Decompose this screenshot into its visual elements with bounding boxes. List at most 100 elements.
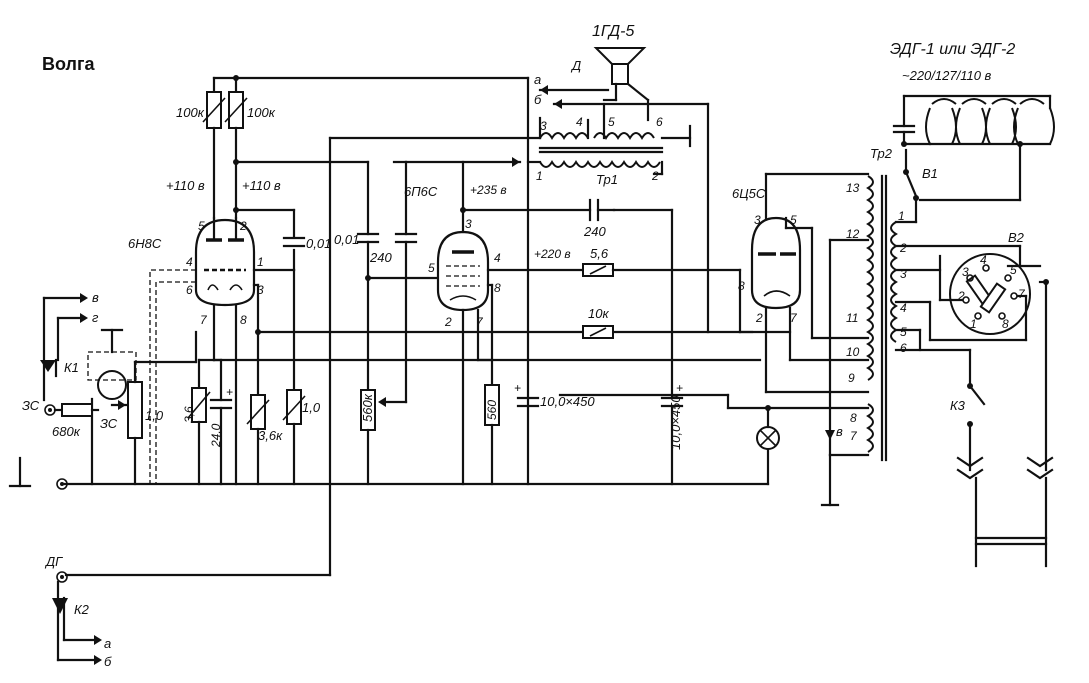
capacitor-10-a: + 10,0×450: [514, 381, 595, 409]
svg-text:5: 5: [608, 115, 615, 129]
svg-text:9: 9: [848, 371, 855, 385]
pot-560k-label: 560к: [360, 393, 375, 422]
svg-text:б: б: [104, 654, 112, 669]
svg-text:2: 2: [957, 289, 965, 303]
voltage-110-b: +110 в: [242, 178, 281, 193]
svg-text:3: 3: [754, 213, 761, 227]
voltage-110-a: +110 в: [166, 178, 205, 193]
svg-text:4: 4: [980, 253, 987, 267]
capacitor-0-01-a: 0,01: [282, 236, 331, 251]
svg-text:3: 3: [962, 265, 969, 279]
svg-text:7: 7: [850, 429, 858, 443]
resistor-560-label: 560: [485, 400, 499, 420]
svg-text:10: 10: [846, 345, 860, 359]
capacitor-10-b-label: 10,0×450: [668, 395, 683, 450]
switch-k3: К3: [950, 383, 986, 472]
svg-text:7: 7: [200, 313, 208, 327]
svg-text:в: в: [92, 290, 99, 305]
tube-6n8s: 5 2 4 6 1 3 7 8 6Н8С: [128, 216, 264, 327]
tube-6c5s: 3 5 8 2 7 6Ц5С: [732, 172, 802, 325]
motor-model-label: ЭДГ-1 или ЭДГ-2: [890, 41, 1015, 58]
svg-text:а: а: [534, 72, 541, 87]
tube-6c5s-label: 6Ц5С: [732, 186, 766, 201]
resistor-680k: 680к ЗС: [22, 398, 100, 439]
svg-text:8: 8: [738, 279, 745, 293]
svg-text:6: 6: [186, 283, 193, 297]
resistor-560: 560: [484, 384, 500, 486]
speaker-symbol-label: Д: [570, 58, 581, 73]
svg-text:в: в: [836, 424, 843, 439]
switch-b1-label: В1: [922, 166, 938, 181]
power-transformer: 13 12 11 10 9 8 7 1 2 3 4 5 6 Тр2: [846, 146, 907, 462]
svg-text:+: +: [514, 381, 521, 395]
svg-text:4: 4: [576, 115, 583, 129]
svg-text:1: 1: [536, 169, 543, 183]
svg-text:6: 6: [900, 341, 907, 355]
switch-b1: В1: [903, 148, 938, 224]
resistor-5-6: 5,6: [582, 246, 742, 277]
svg-text:2: 2: [444, 315, 452, 329]
svg-text:3: 3: [900, 267, 907, 281]
speaker-model-label: 1ГД-5: [592, 23, 634, 40]
pilot-lamp: [558, 393, 870, 450]
svg-text:5: 5: [428, 261, 435, 275]
resistor-3-6k-label: 3,6к: [258, 428, 283, 443]
pot-560k: 560к: [360, 389, 408, 486]
capacitor-0-01-b: 0,01: [334, 160, 380, 392]
svg-text:2: 2: [651, 169, 659, 183]
pickup-zs-label: ЗС: [100, 416, 118, 431]
capacitor-10-b: + 10,0×450: [660, 208, 684, 486]
svg-text:5: 5: [1010, 263, 1017, 277]
output-transformer: 3 4 5 6 1 2 Тр1: [536, 115, 664, 187]
svg-text:г: г: [92, 310, 99, 325]
switch-k1-label: К1: [64, 360, 79, 375]
svg-text:1: 1: [257, 255, 264, 269]
switch-k2-label: К2: [74, 602, 90, 617]
svg-text:7: 7: [1018, 287, 1026, 301]
svg-text:8: 8: [494, 281, 501, 295]
capacitor-240-b-label: 240: [583, 224, 606, 239]
resistor-10k-label: 10к: [588, 306, 609, 321]
resistor-680k-label: 680к: [52, 424, 81, 439]
svg-text:2: 2: [239, 219, 247, 233]
svg-text:3: 3: [465, 217, 472, 231]
svg-text:4: 4: [900, 301, 907, 315]
motor-edg: ЭДГ-1 или ЭДГ-2 ~220/127/110 в: [890, 41, 1055, 147]
mains-plug: [956, 456, 1054, 568]
resistor-100k-b-label: 100к: [247, 105, 276, 120]
svg-text:4: 4: [494, 251, 501, 265]
b-plus-bus: [212, 75, 530, 486]
resistor-3-6-label: 3,6: [182, 406, 196, 423]
svg-text:8: 8: [240, 313, 247, 327]
capacitor-0-01-a-label: 0,01: [306, 236, 331, 251]
svg-text:8: 8: [850, 411, 857, 425]
dg-label: ДГ: [44, 554, 63, 569]
resistor-3-6k: 3,6к: [246, 394, 283, 486]
svg-text:1: 1: [898, 209, 905, 223]
svg-text:3: 3: [540, 119, 547, 133]
schematic-title: Волга: [42, 54, 95, 74]
resistor-5-6-label: 5,6: [590, 246, 609, 261]
output-transformer-label: Тр1: [596, 172, 618, 187]
capacitor-240-a: 240: [369, 160, 418, 404]
svg-text:7: 7: [476, 315, 484, 329]
motor-voltage-label: ~220/127/110 в: [902, 68, 992, 83]
power-transformer-label: Тр2: [870, 146, 893, 161]
svg-text:5: 5: [198, 219, 205, 233]
voltage-220: +220 в: [534, 247, 571, 261]
voltage-235: +235 в: [470, 183, 507, 197]
capacitor-240-a-label: 240: [369, 250, 392, 265]
ext-speaker-outputs: а б: [534, 72, 710, 334]
svg-text:5: 5: [790, 213, 797, 227]
capacitor-240-b: 240: [583, 198, 616, 239]
svg-text:12: 12: [846, 227, 860, 241]
ground-bus: [8, 448, 770, 490]
switch-b2-label: В2: [1008, 230, 1025, 245]
resistor-100k-a-label: 100к: [176, 105, 205, 120]
capacitor-0-01-b-label: 0,01: [334, 232, 359, 247]
svg-text:б: б: [534, 92, 542, 107]
svg-text:+: +: [226, 385, 233, 399]
svg-text:1: 1: [970, 317, 977, 331]
svg-text:а: а: [104, 636, 111, 651]
